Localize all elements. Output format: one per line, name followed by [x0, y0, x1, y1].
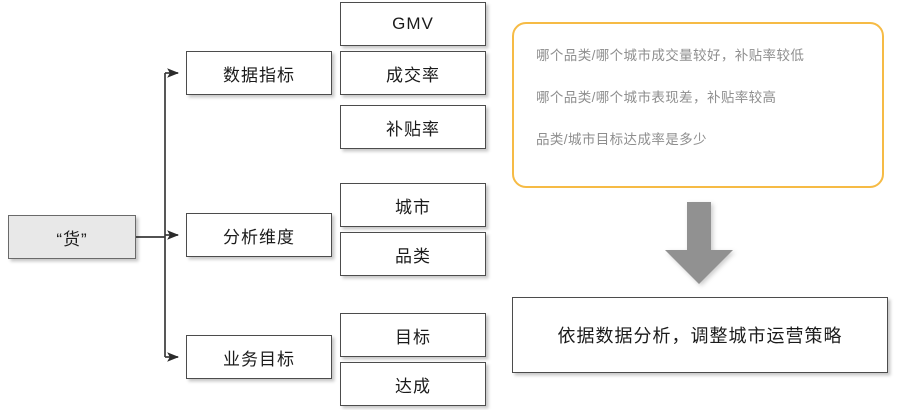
leaf-node-conversion-rate[interactable]: 成交率	[340, 51, 486, 95]
branch-node-analysis-dimension[interactable]: 分析维度	[186, 213, 332, 257]
leaf-node-target[interactable]: 目标	[340, 313, 486, 357]
branch-node-business-goal[interactable]: 业务目标	[186, 335, 332, 379]
question-line-1: 哪个品类/哪个城市成交量较好，补贴率较低	[536, 48, 805, 63]
question-panel: 哪个品类/哪个城市成交量较好，补贴率较低 哪个品类/哪个城市表现差，补贴率较高 …	[512, 22, 884, 188]
root-node-huo[interactable]: “货”	[8, 215, 136, 259]
leaf-node-gmv[interactable]: GMV	[340, 2, 486, 46]
branch-node-data-metrics[interactable]: 数据指标	[186, 51, 332, 95]
conclusion-box[interactable]: 依据数据分析，调整城市运营策略	[512, 297, 888, 373]
down-arrow-icon	[665, 202, 733, 284]
question-line-3: 品类/城市目标达成率是多少	[536, 132, 707, 148]
leaf-node-achievement[interactable]: 达成	[340, 362, 486, 406]
leaf-node-category[interactable]: 品类	[340, 232, 486, 276]
question-line-2: 哪个品类/哪个城市表现差，补贴率较高	[536, 90, 777, 106]
leaf-node-subsidy-rate[interactable]: 补贴率	[340, 105, 486, 149]
leaf-node-city[interactable]: 城市	[340, 183, 486, 227]
